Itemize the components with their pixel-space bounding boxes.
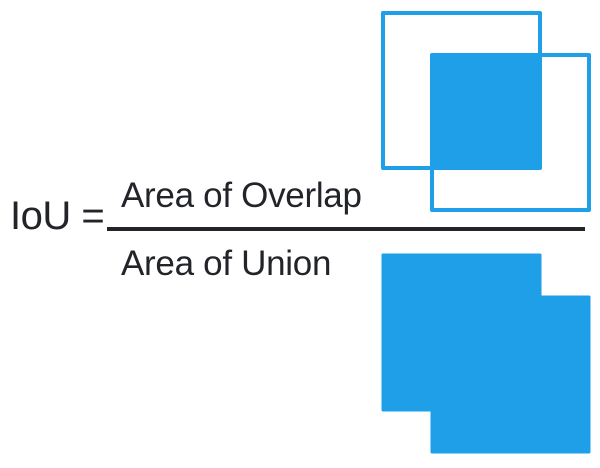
union-svg [381,253,591,454]
area-of-union-diagram [375,247,597,462]
fraction-bar [107,227,585,231]
fraction-numerator-label: Area of Overlap [121,176,362,215]
overlap-box-a-outline [381,11,542,170]
union-filled-polygon [381,253,591,454]
area-of-overlap-diagram [375,5,597,220]
overlap-svg [381,11,591,212]
overlap-box-b-outline [430,53,591,212]
iou-label: IoU = [10,194,105,238]
fraction-denominator-label: Area of Union [121,244,332,283]
overlap-intersection-fill-top [434,57,538,166]
